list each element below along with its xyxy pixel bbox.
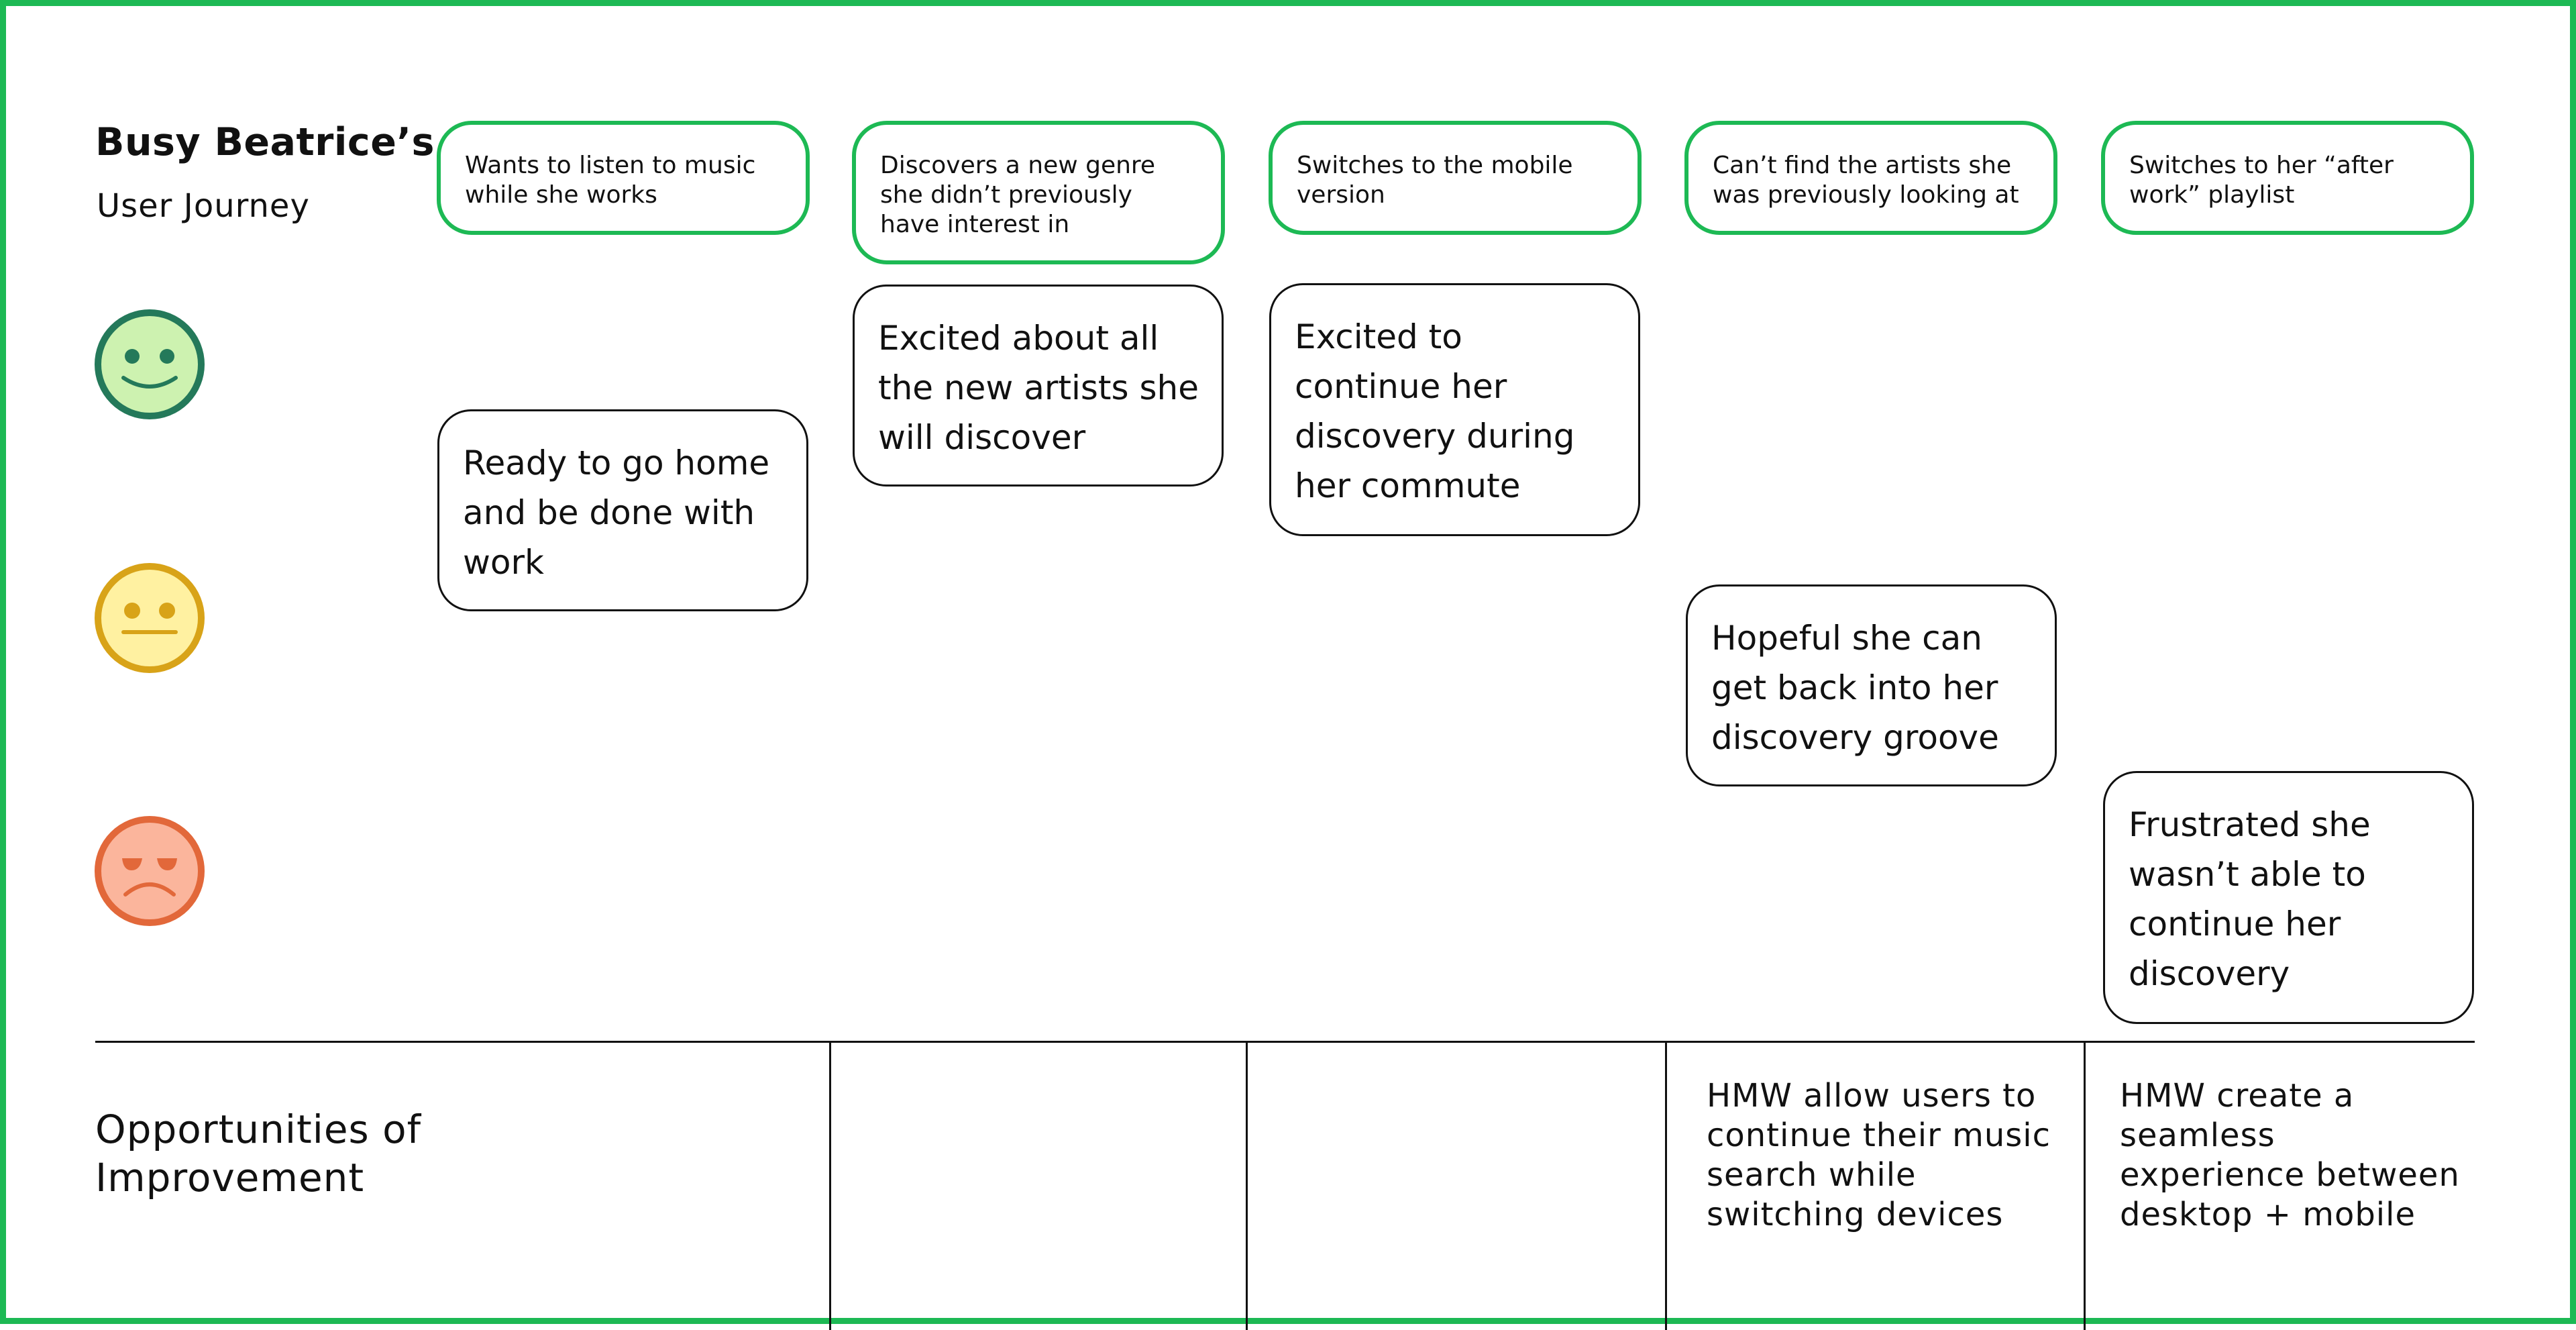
feeling-box-5: Frustrated she wasn’t able to continue h… xyxy=(2103,771,2474,1024)
step-box-1: Wants to listen to music while she works xyxy=(437,121,810,235)
step-box-3: Switches to the mobile version xyxy=(1269,121,1642,235)
opportunity-item-2: HMW create a seamless experience between… xyxy=(2120,1077,2460,1233)
column-divider-3 xyxy=(1665,1041,1667,1330)
happy-face-icon xyxy=(95,309,205,419)
step-box-5: Switches to her “after work” playlist xyxy=(2101,121,2474,235)
opportunities-divider xyxy=(95,1041,2475,1043)
journey-subtitle: User Journey xyxy=(97,187,310,225)
neutral-face-icon xyxy=(95,563,205,673)
opportunities-label: Opportunities of Improvement xyxy=(95,1107,422,1200)
step-box-4: Can’t find the artists she was previousl… xyxy=(1684,121,2057,235)
angry-face-icon xyxy=(95,816,205,926)
opportunity-item-1: HMW allow users to continue their music … xyxy=(1707,1077,2051,1233)
column-divider-4 xyxy=(2084,1041,2086,1330)
persona-title: Busy Beatrice’s xyxy=(95,120,435,164)
column-divider-2 xyxy=(1246,1041,1248,1330)
step-box-2: Discovers a new genre she didn’t previou… xyxy=(852,121,1225,264)
feeling-box-3: Excited to continue her discovery during… xyxy=(1269,283,1640,536)
feeling-box-2: Excited about all the new artists she wi… xyxy=(853,285,1224,487)
feeling-box-4: Hopeful she can get back into her discov… xyxy=(1686,584,2057,786)
feeling-box-1: Ready to go home and be done with work xyxy=(437,409,808,611)
column-divider-1 xyxy=(829,1041,831,1330)
